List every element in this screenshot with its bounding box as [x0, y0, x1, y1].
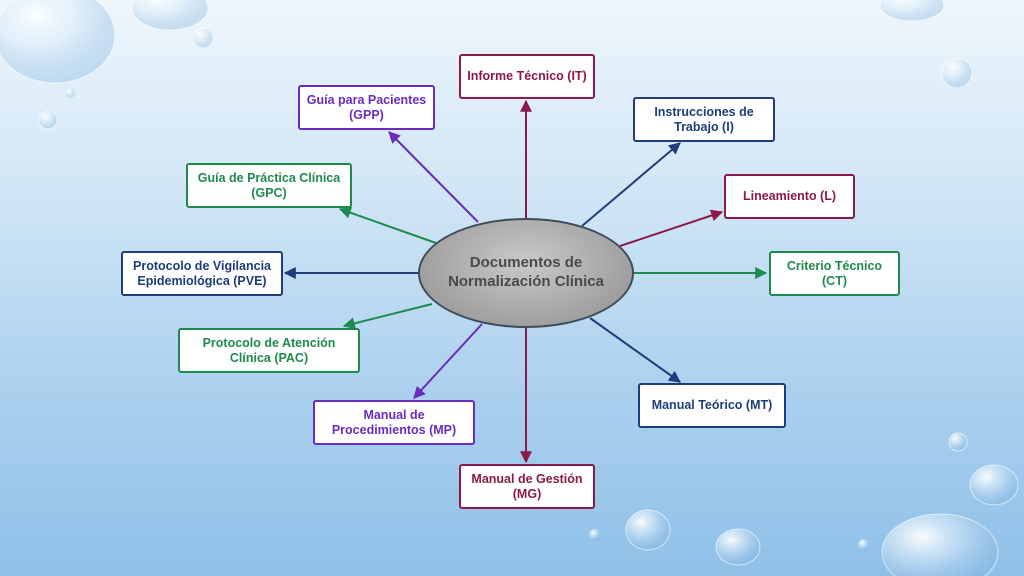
arrow-gpc: [338, 206, 437, 244]
node-guia-pacientes: Guía para Pacientes (GPP): [298, 85, 435, 130]
node-protocolo-atencion: Protocolo de Atención Clínica (PAC): [178, 328, 360, 373]
node-manual-procedimientos: Manual de Procedimientos (MP): [313, 400, 475, 445]
arrow-gpp: [388, 131, 479, 223]
arrow-l: [619, 209, 724, 247]
arrow-pac: [342, 303, 433, 330]
node-lineamiento: Lineamiento (L): [724, 174, 855, 219]
node-manual-gestion: Manual de Gestión (MG): [459, 464, 595, 509]
center-node: Documentos de Normalización Clínica: [418, 218, 634, 328]
node-instrucciones-trabajo: Instrucciones de Trabajo (I): [633, 97, 775, 142]
node-manual-teorico: Manual Teórico (MT): [638, 383, 786, 428]
arrow-mt: [589, 317, 681, 383]
node-criterio-tecnico: Criterio Técnico (CT): [769, 251, 900, 296]
node-protocolo-vigilancia: Protocolo de Vigilancia Epidemiológica (…: [121, 251, 283, 296]
arrow-i: [581, 142, 681, 227]
node-guia-practica-clinica: Guía de Práctica Clínica (GPC): [186, 163, 352, 208]
arrow-mp: [413, 323, 483, 399]
node-informe-tecnico: Informe Técnico (IT): [459, 54, 595, 99]
